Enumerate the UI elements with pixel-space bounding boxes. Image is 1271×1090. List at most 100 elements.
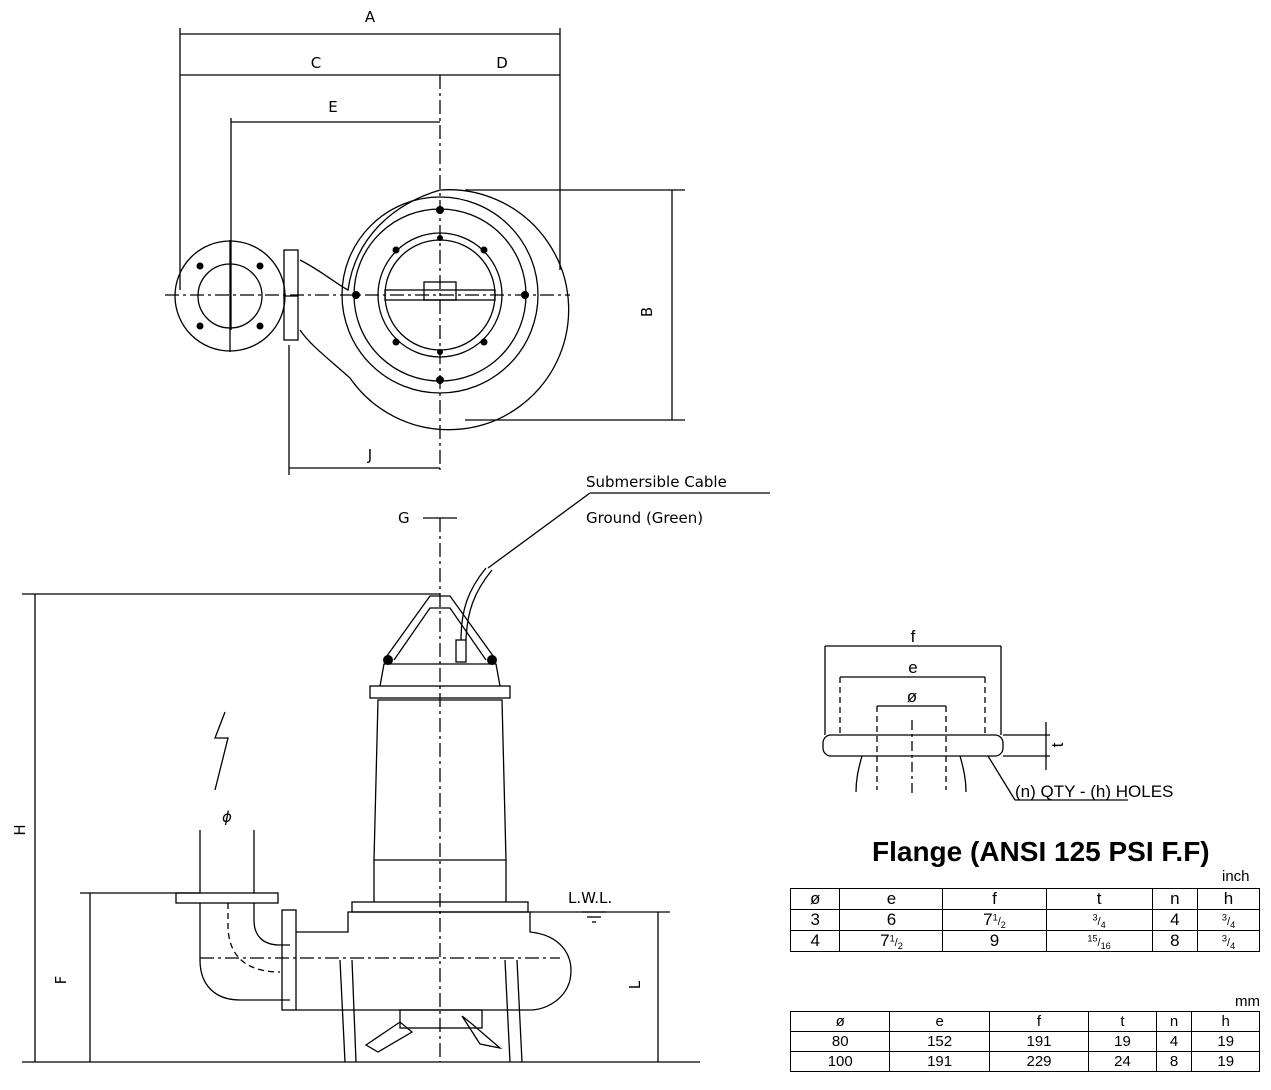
fraction: 1/2	[889, 933, 903, 952]
table-cell: 19	[1088, 1031, 1157, 1052]
fraction-slash: /	[1097, 937, 1101, 950]
table-cell: 71/2	[942, 908, 1047, 932]
table-header-cell: n	[1151, 888, 1199, 910]
fraction-numerator: 1	[992, 912, 998, 923]
table-cell: 71/2	[839, 930, 944, 953]
submersible-cable-label: Submersible Cable	[586, 473, 727, 491]
fraction-denominator: 2	[1000, 920, 1006, 931]
table-cell: 9	[942, 930, 1047, 953]
table-header-cell: f	[942, 888, 1047, 910]
table-cell: 191	[889, 1051, 990, 1072]
table-cell: 15/16	[1045, 930, 1153, 953]
table-cell: 80	[789, 1031, 891, 1052]
fraction-numerator: 1	[889, 933, 895, 944]
fraction-slash: /	[894, 937, 898, 950]
table-cell: 8	[1151, 930, 1199, 953]
table-cell: 100	[789, 1051, 891, 1072]
table-cell: 191	[988, 1031, 1090, 1052]
flange-label-e: e	[908, 658, 917, 677]
whole-number: 3	[810, 910, 820, 930]
phi-label: ϕ	[222, 808, 232, 826]
table-cell: 19	[1191, 1031, 1260, 1052]
table-cell: 152	[889, 1031, 990, 1052]
fraction-denominator: 4	[1100, 920, 1106, 931]
dim-label-e: E	[328, 98, 337, 116]
table-cell: 3/4	[1197, 908, 1260, 932]
lwl-label: L.W.L.	[568, 889, 612, 907]
top-view: A C D E B J	[165, 8, 685, 475]
dim-label-j: J	[367, 446, 372, 464]
table-header-cell: n	[1155, 1011, 1193, 1032]
fraction-slash: /	[1227, 937, 1231, 950]
mm-unit-label: mm	[1235, 993, 1260, 1010]
fraction: 3/4	[1221, 933, 1236, 952]
ground-label: Ground (Green)	[586, 509, 703, 527]
side-view: G H F L L.W.L. ϕ	[11, 509, 700, 1063]
fraction-denominator: 2	[897, 941, 903, 952]
table-cell: 3/4	[1197, 930, 1260, 953]
dim-label-h: H	[11, 824, 29, 835]
table-header-cell: ø	[789, 1011, 891, 1032]
table-cell: 8	[1155, 1051, 1193, 1072]
inch-unit-label: inch	[1222, 868, 1250, 885]
table-header-cell: t	[1045, 888, 1153, 910]
flange-label-t: t	[1048, 742, 1067, 747]
flange-title: Flange (ANSI 125 PSI F.F)	[872, 836, 1210, 867]
table-header-cell: h	[1197, 888, 1260, 910]
table-cell: 19	[1191, 1051, 1260, 1072]
table-header-cell: e	[889, 1011, 990, 1032]
flange-label-o: ø	[907, 687, 917, 706]
table-cell: 3/4	[1045, 908, 1153, 932]
fraction: 15/16	[1087, 933, 1111, 952]
whole-number: 7	[880, 931, 890, 951]
table-cell: 4	[1151, 908, 1199, 932]
table-header-cell: t	[1088, 1011, 1157, 1032]
fraction-numerator: 15	[1087, 933, 1098, 944]
fraction: 3/4	[1222, 912, 1236, 931]
fraction-denominator: 4	[1230, 920, 1236, 931]
fraction-slash: /	[1097, 916, 1101, 928]
table-cell: 4	[1155, 1031, 1193, 1052]
dim-label-c: C	[311, 54, 321, 72]
fraction-denominator: 16	[1100, 941, 1111, 952]
dim-label-b: B	[638, 307, 656, 317]
table-header-cell: e	[839, 888, 944, 910]
cable-callout: Submersible Cable Ground (Green)	[487, 473, 770, 569]
dim-label-f: F	[52, 976, 70, 985]
table-header-cell: h	[1191, 1011, 1260, 1032]
fraction: 3/4	[1092, 912, 1106, 931]
flange-label-f: f	[911, 627, 916, 646]
fraction-slash: /	[997, 916, 1001, 928]
fraction-numerator: 3	[1221, 912, 1227, 923]
whole-number: 7	[983, 910, 993, 929]
fraction-slash: /	[1227, 916, 1231, 928]
whole-number: 6	[886, 910, 897, 930]
whole-number: 8	[1170, 931, 1180, 951]
fraction-numerator: 3	[1092, 912, 1098, 923]
fraction: 1/2	[993, 912, 1006, 931]
table-cell: 24	[1088, 1051, 1157, 1072]
table-header-cell: ø	[789, 888, 841, 910]
table-cell: 229	[988, 1051, 1090, 1072]
flange-detail: f e ø t (n) QTY - (h) HOLES	[822, 627, 1173, 801]
table-cell: 6	[839, 908, 944, 932]
table-cell: 4	[789, 930, 841, 953]
dim-label-l: L	[626, 980, 644, 989]
dim-label-g: G	[398, 509, 410, 527]
whole-number: 4	[1170, 910, 1180, 930]
holes-note: (n) QTY - (h) HOLES	[1015, 782, 1173, 801]
fraction-denominator: 4	[1230, 941, 1236, 952]
whole-number: 4	[810, 931, 820, 951]
table-cell: 3	[789, 908, 841, 932]
dim-label-d: D	[496, 54, 508, 72]
fraction-numerator: 3	[1221, 933, 1227, 944]
